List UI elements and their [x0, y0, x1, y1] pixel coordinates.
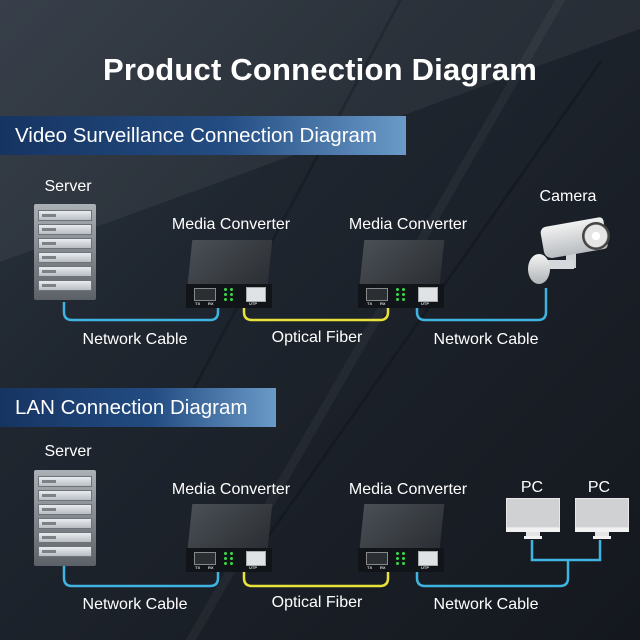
label-network-cable-1-left: Network Cable [82, 331, 188, 348]
page-title: Product Connection Diagram [102, 52, 538, 87]
pc-monitor-icon [575, 498, 629, 542]
network-cable-line-2-left [62, 566, 220, 588]
label-pc-2: PC [587, 479, 611, 496]
optical-fiber-line-2 [242, 568, 390, 588]
port-label-utp: UTP [421, 301, 429, 306]
label-camera: Camera [539, 188, 597, 205]
network-cable-line-1-left [62, 302, 220, 322]
media-converter-icon: TX RX UTP [358, 240, 445, 312]
port-label-tx: TX [367, 565, 373, 570]
port-label-rx: RX [380, 301, 386, 306]
port-label-tx: TX [367, 301, 373, 306]
media-converter-icon: TX RX UTP [358, 504, 445, 576]
port-label-rx: RX [208, 565, 214, 570]
optical-fiber-line-1 [242, 302, 390, 322]
label-media-converter-1a: Media Converter [171, 216, 291, 233]
server-icon [34, 466, 96, 566]
port-label-tx: TX [195, 565, 201, 570]
port-label-tx: TX [195, 301, 201, 306]
pc-branch-cable [530, 540, 602, 562]
section-banner-video-surveillance: Video Surveillance Connection Diagram [0, 116, 406, 155]
label-optical-fiber-2: Optical Fiber [271, 594, 363, 611]
label-network-cable-2-left: Network Cable [82, 596, 188, 613]
label-network-cable-1-right: Network Cable [433, 331, 539, 348]
label-media-converter-2b: Media Converter [348, 481, 468, 498]
label-media-converter-1b: Media Converter [348, 216, 468, 233]
label-network-cable-2-right: Network Cable [433, 596, 539, 613]
server-icon [34, 200, 96, 300]
port-label-rx: RX [380, 565, 386, 570]
port-label-utp: UTP [249, 565, 257, 570]
media-converter-icon: TX RX UTP [186, 504, 273, 576]
media-converter-icon: TX RX UTP [186, 240, 273, 312]
label-server-2: Server [44, 443, 92, 460]
port-label-rx: RX [208, 301, 214, 306]
network-cable-line-1-right [415, 288, 548, 322]
port-label-utp: UTP [249, 301, 257, 306]
section-banner-lan: LAN Connection Diagram [0, 388, 276, 427]
pc-monitor-icon [506, 498, 560, 542]
label-media-converter-2a: Media Converter [171, 481, 291, 498]
network-cable-line-2-right [415, 560, 570, 588]
port-label-utp: UTP [421, 565, 429, 570]
label-server-1: Server [44, 178, 92, 195]
label-pc-1: PC [520, 479, 544, 496]
camera-icon [528, 210, 618, 295]
label-optical-fiber-1: Optical Fiber [271, 329, 363, 346]
